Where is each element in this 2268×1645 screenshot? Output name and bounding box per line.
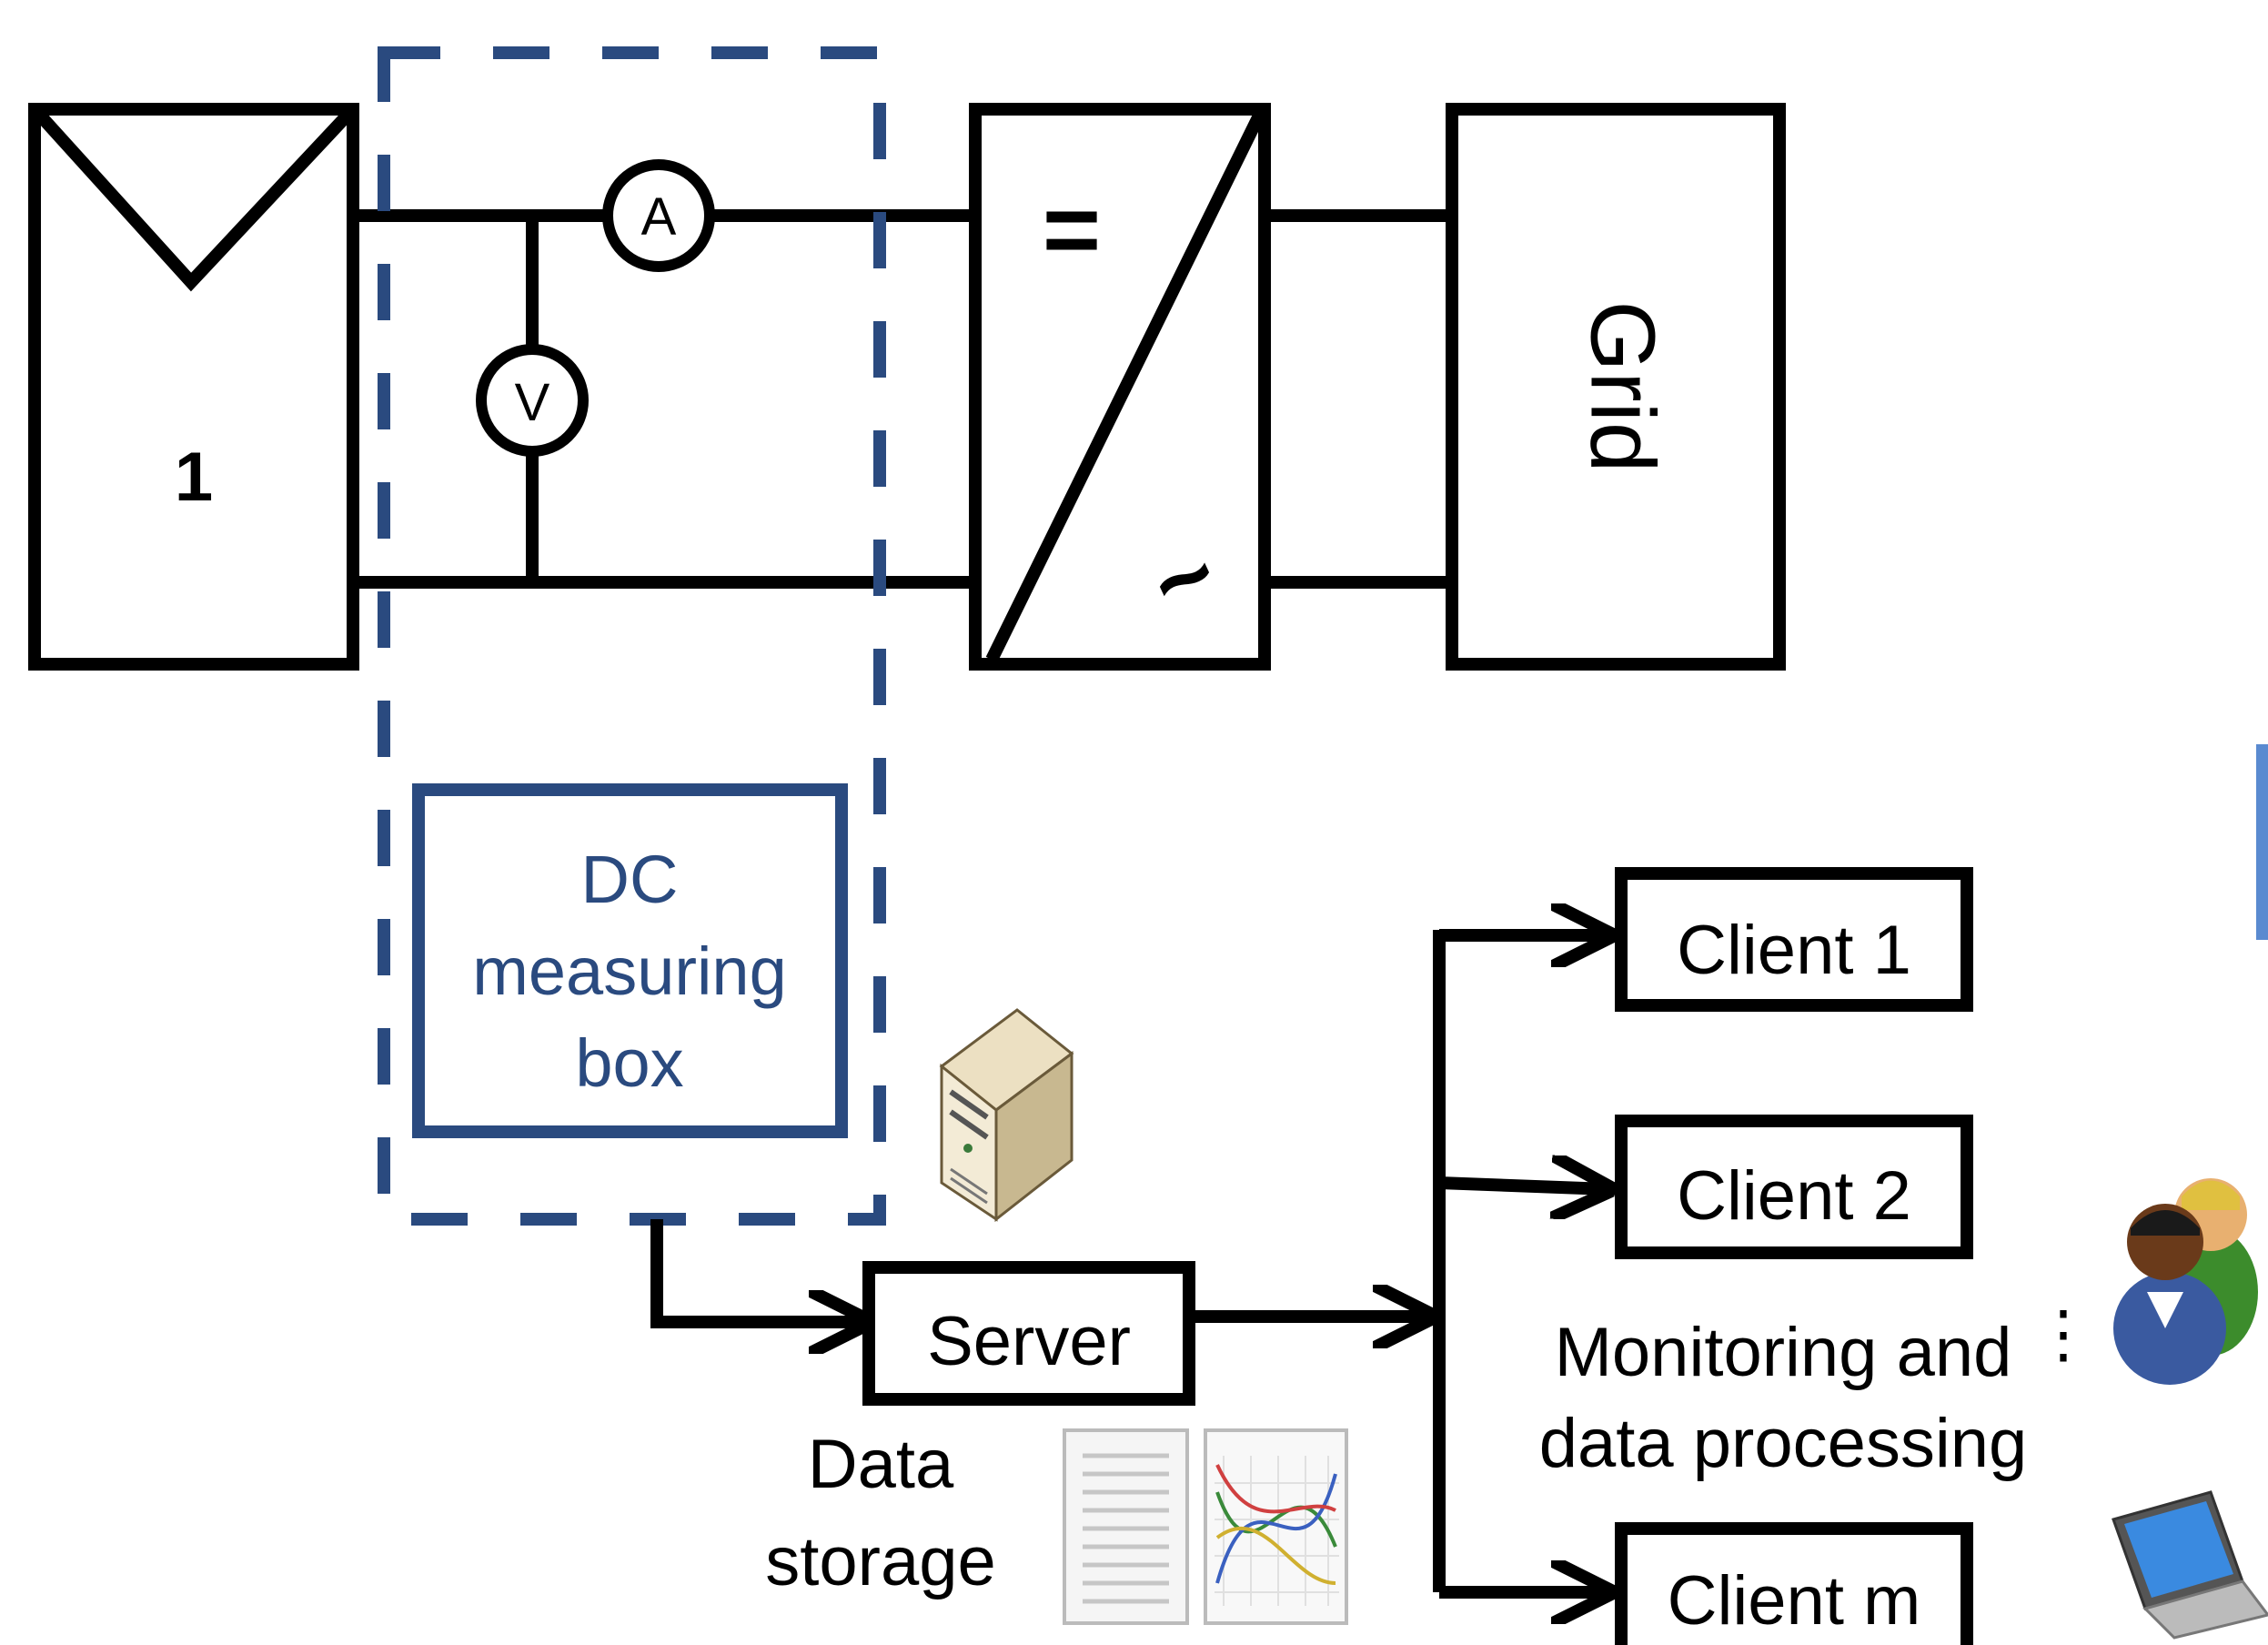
client-box-1: Client 1: [1615, 867, 1973, 1012]
measuring-box-line1: DC: [581, 842, 679, 917]
dc-measuring-box: DC measuring box: [412, 783, 848, 1138]
grid: Grid: [1446, 103, 1786, 671]
data-storage-line1: Data: [808, 1426, 954, 1503]
box-to-server-arrow: [650, 1219, 866, 1322]
pv-module: 1: [28, 103, 359, 671]
measuring-boundary: [378, 46, 886, 1226]
client-label: Client 1: [1677, 912, 1911, 989]
client-box-m: Client m: [1615, 1522, 1973, 1645]
spreadsheet-icon: [1063, 1428, 1189, 1625]
data-storage-line2: storage: [765, 1523, 996, 1600]
monitoring-line1: Monitoring and: [1555, 1314, 2012, 1391]
partial-element-edge: [2256, 744, 2268, 940]
voltmeter: V: [476, 344, 589, 457]
inverter: = ~: [969, 103, 1271, 671]
laptop-icon: [2112, 1490, 2268, 1640]
voltmeter-label: V: [515, 373, 550, 432]
measuring-box-line2: measuring: [472, 934, 787, 1009]
ammeter: A: [602, 159, 715, 272]
line-chart-icon: [1204, 1428, 1348, 1625]
ac-wiring: [1265, 209, 1452, 589]
measuring-box-line3: box: [575, 1025, 683, 1101]
monitoring-line2: data processing: [1539, 1405, 2028, 1482]
users-icon: [2113, 1178, 2258, 1385]
pv-module-label: 1: [175, 439, 213, 516]
server-tower-icon: [939, 1008, 1074, 1223]
grid-label: Grid: [1572, 301, 1674, 473]
vertical-ellipsis: ⋮: [2031, 1298, 2095, 1369]
client-box-2: Client 2: [1615, 1115, 1973, 1259]
server: Server: [862, 1261, 1195, 1406]
bus-to-client2-arrow: [1438, 1183, 1608, 1189]
data-storage-label: Data storage: [765, 1426, 996, 1600]
dc-wiring: [353, 209, 975, 589]
monitoring-label: Monitoring and data processing ⋮: [1539, 1298, 2095, 1482]
server-label: Server: [927, 1303, 1131, 1380]
client-label: Client 2: [1677, 1157, 1911, 1235]
inverter-dc-symbol: =: [1043, 174, 1101, 286]
ammeter-label: A: [641, 187, 677, 247]
client-label: Client m: [1668, 1562, 1921, 1640]
